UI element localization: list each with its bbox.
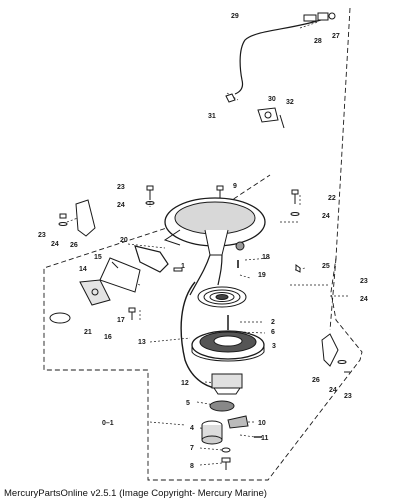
fasteners-top [58,185,300,226]
callout-3: 3 [272,343,276,350]
o-ring [49,312,71,324]
callout-8: 8 [190,463,194,470]
callout-6: 6 [271,329,275,336]
interlock-screws [128,307,136,320]
callout-29: 29 [231,13,239,20]
callout-20: 20 [120,237,128,244]
callout-23-b: 23 [38,232,46,239]
callout-31: 31 [208,113,216,120]
callout-28: 28 [314,38,322,45]
callout-18: 18 [262,254,270,261]
mounting-bracket-right [321,333,339,367]
assembly-boundary [43,7,363,481]
callout-12: 12 [181,380,189,387]
starter-rope-handle [173,267,231,390]
callout-1: 1 [181,263,185,270]
choke-cable [234,12,336,95]
callout-7: 7 [190,445,194,452]
callout-23-c: 23 [360,278,368,285]
callout-14: 14 [79,266,87,273]
callout-30: 30 [268,96,276,103]
interlock-linkage [79,245,169,306]
recoil-starter-exploded-diagram: 29 28 27 30 31 32 23 24 9 22 24 23 24 26… [38,7,368,481]
callout-22: 22 [328,195,336,202]
callout-24-a: 24 [117,202,125,209]
callout-5: 5 [186,400,190,407]
callout-24-b: 24 [322,213,330,220]
callout-27: 27 [332,33,340,40]
pawl [227,415,249,429]
bottom-fasteners [221,436,262,470]
callout-26-b: 26 [312,377,320,384]
rope-pulley [191,330,265,362]
callout-24-c: 24 [51,241,59,248]
callout-32: 32 [286,99,294,106]
spacer [201,420,223,445]
washer [209,400,235,412]
image-caption: MercuryPartsOnline v2.5.1 (Image Copyrig… [4,488,267,499]
callout-21: 21 [84,329,92,336]
callout-4: 4 [190,425,194,432]
callout-numbers: 29 28 27 30 31 32 23 24 9 22 24 23 24 26… [38,13,368,470]
callout-24-d: 24 [360,296,368,303]
callout-16: 16 [104,334,112,341]
cable-clamp [225,93,285,129]
callout-26-a: 26 [70,242,78,249]
callout-13: 13 [138,339,146,346]
callout-23-d: 23 [344,393,352,400]
starter-housing [163,197,301,296]
right-bracket-fasteners [337,360,350,373]
callout-15: 15 [94,254,102,261]
mounting-bracket-left [75,199,96,237]
callout-9: 9 [233,183,237,190]
callout-2: 2 [271,319,275,326]
callout-19: 19 [258,272,266,279]
drive-hub [211,373,243,395]
callout-10: 10 [258,420,266,427]
callout-23-a: 23 [117,184,125,191]
rewind-spring [197,286,247,308]
callout-25: 25 [322,263,330,270]
callout-24-e: 24 [329,387,337,394]
callout-0-1: 0–1 [102,420,114,427]
callout-17: 17 [117,317,125,324]
callout-11: 11 [261,435,269,442]
